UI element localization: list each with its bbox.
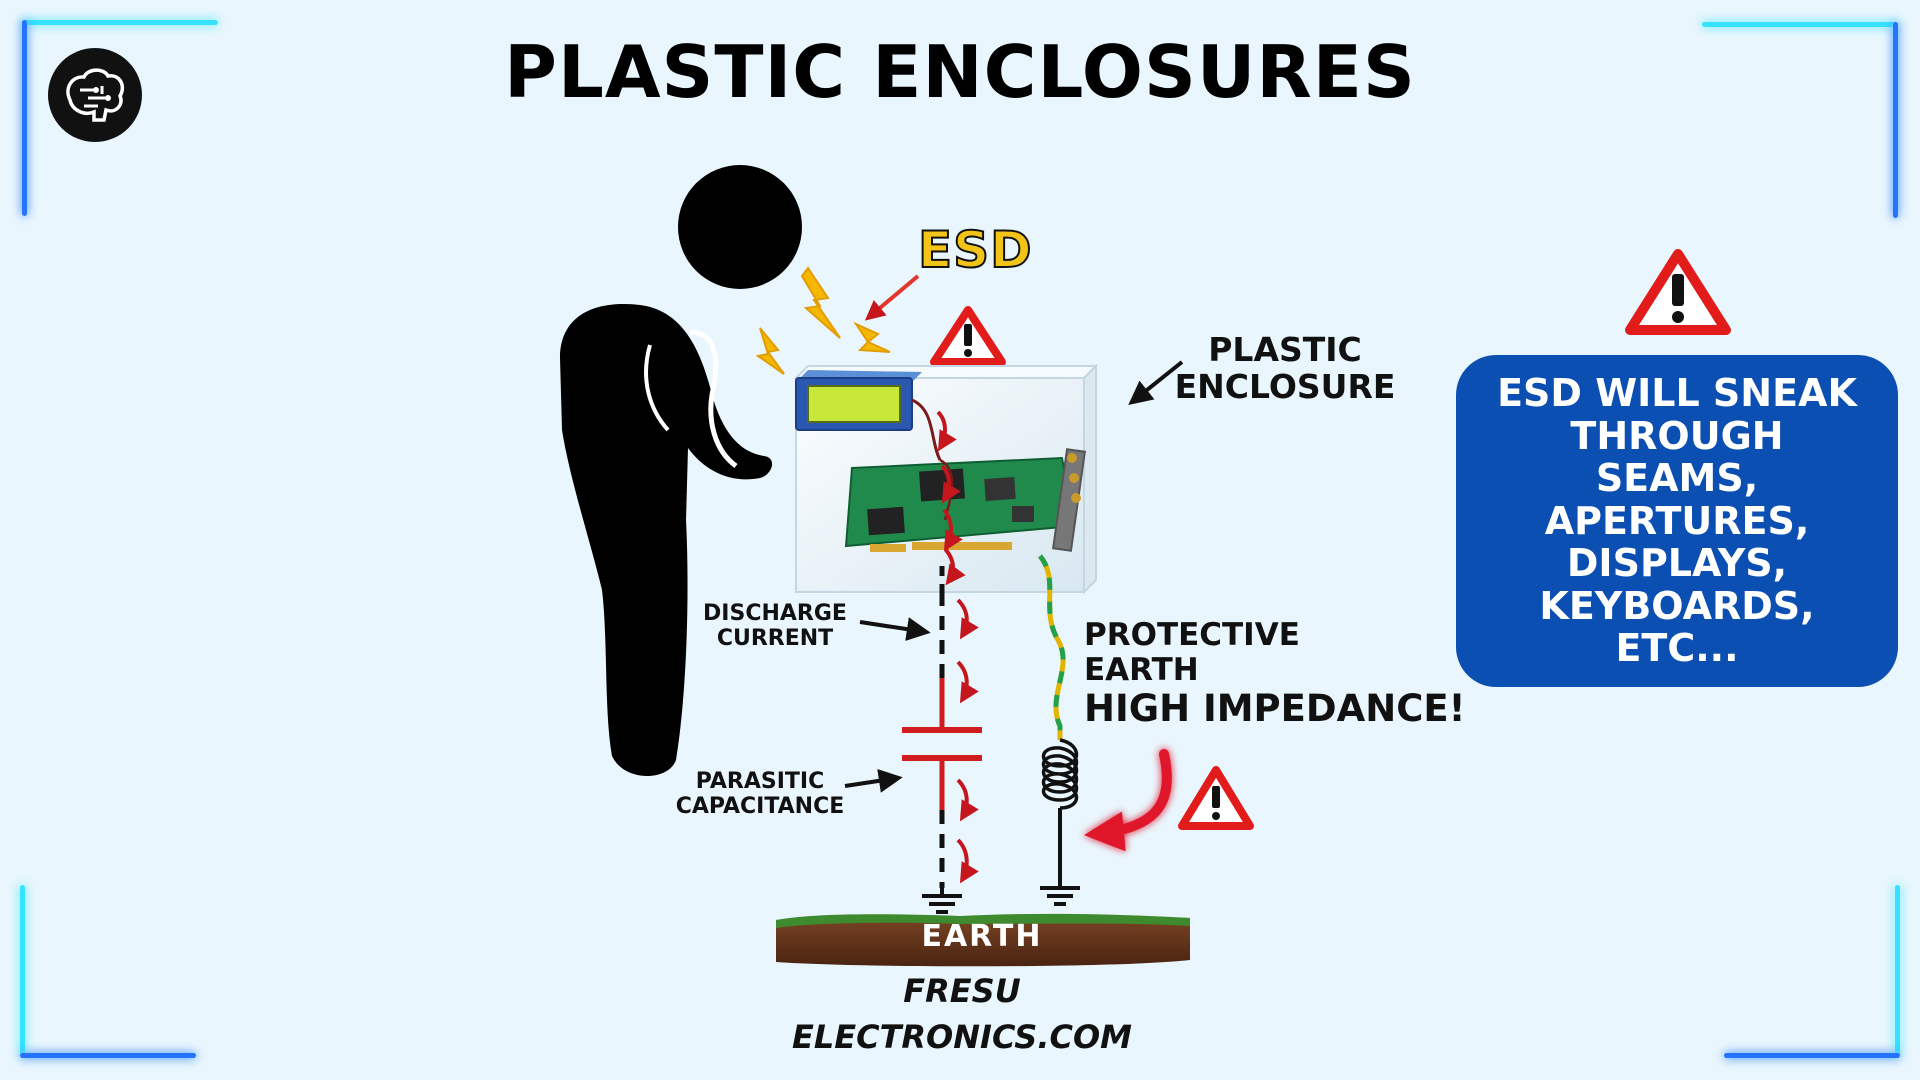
frame-top-left-v bbox=[22, 20, 27, 216]
esd-warning-callout: ESD WILL SNEAK THROUGH SEAMS, APERTURES,… bbox=[1456, 355, 1898, 687]
discharge-pointer-arrow bbox=[859, 617, 931, 641]
lcd-display-module bbox=[795, 370, 942, 461]
current-flow-arrows bbox=[936, 410, 979, 884]
protective-earth-wire bbox=[1037, 554, 1079, 888]
protective-earth-label: PROTECTIVE EARTH bbox=[1084, 618, 1300, 687]
enclosure-label-line2: ENCLOSURE bbox=[1174, 366, 1396, 406]
callout-text: ESD WILL SNEAK THROUGH SEAMS, APERTURES,… bbox=[1497, 371, 1857, 671]
page-title: PLASTIC ENCLOSURES bbox=[504, 30, 1416, 114]
brain-circuit-icon bbox=[48, 48, 142, 142]
protective-label-line2: EARTH bbox=[1084, 651, 1199, 688]
protective-label-line1: PROTECTIVE bbox=[1084, 617, 1300, 653]
enclosure-pointer-arrow bbox=[1128, 360, 1184, 405]
earth-label: EARTH bbox=[921, 919, 1043, 954]
discharge-path bbox=[902, 566, 982, 888]
lightning-bolt-icon bbox=[755, 266, 891, 375]
parasitic-label-line2: CAPACITANCE bbox=[675, 793, 845, 819]
earth-ground-strip bbox=[776, 913, 1190, 967]
discharge-label-line1: DISCHARGE bbox=[703, 601, 847, 626]
high-impedance-label: HIGH IMPEDANCE! bbox=[1084, 687, 1466, 730]
plastic-enclosure-label: PLASTIC ENCLOSURE bbox=[1165, 330, 1405, 406]
parasitic-capacitance-label: PARASITIC CAPACITANCE bbox=[660, 769, 860, 819]
frame-bottom-right-h bbox=[1724, 1053, 1900, 1058]
frame-top-left-h bbox=[22, 20, 218, 25]
warning-triangle-icon bbox=[1625, 249, 1731, 335]
discharge-current-label: DISCHARGE CURRENT bbox=[690, 601, 860, 651]
parasitic-label-line1: PARASITIC bbox=[695, 769, 825, 794]
impedance-pointer-arrow bbox=[1084, 749, 1172, 852]
esd-pointer-arrow bbox=[864, 274, 920, 321]
frame-top-right-h bbox=[1702, 22, 1898, 27]
brand-line2: ELECTRONICS.COM bbox=[791, 1018, 1133, 1057]
person-silhouette bbox=[560, 165, 802, 777]
frame-bottom-right-v bbox=[1895, 885, 1900, 1055]
enclosure-label-line1: PLASTIC bbox=[1208, 330, 1362, 369]
parasitic-pointer-arrow bbox=[844, 769, 903, 793]
brand-credit: FRESU ELECTRONICS.COM bbox=[742, 968, 1182, 1061]
warning-triangle-icon bbox=[1178, 766, 1254, 830]
warning-triangle-icon bbox=[930, 306, 1006, 366]
frame-top-right-v bbox=[1893, 22, 1898, 218]
frame-bottom-left-h bbox=[20, 1053, 196, 1058]
ground-symbol-icon bbox=[922, 888, 962, 914]
discharge-label-line2: CURRENT bbox=[716, 625, 834, 651]
esd-label: ESD bbox=[917, 221, 1033, 279]
brand-line1: FRESU bbox=[903, 972, 1021, 1010]
frame-bottom-left-v bbox=[20, 885, 25, 1055]
ground-symbol-icon bbox=[1040, 886, 1080, 906]
